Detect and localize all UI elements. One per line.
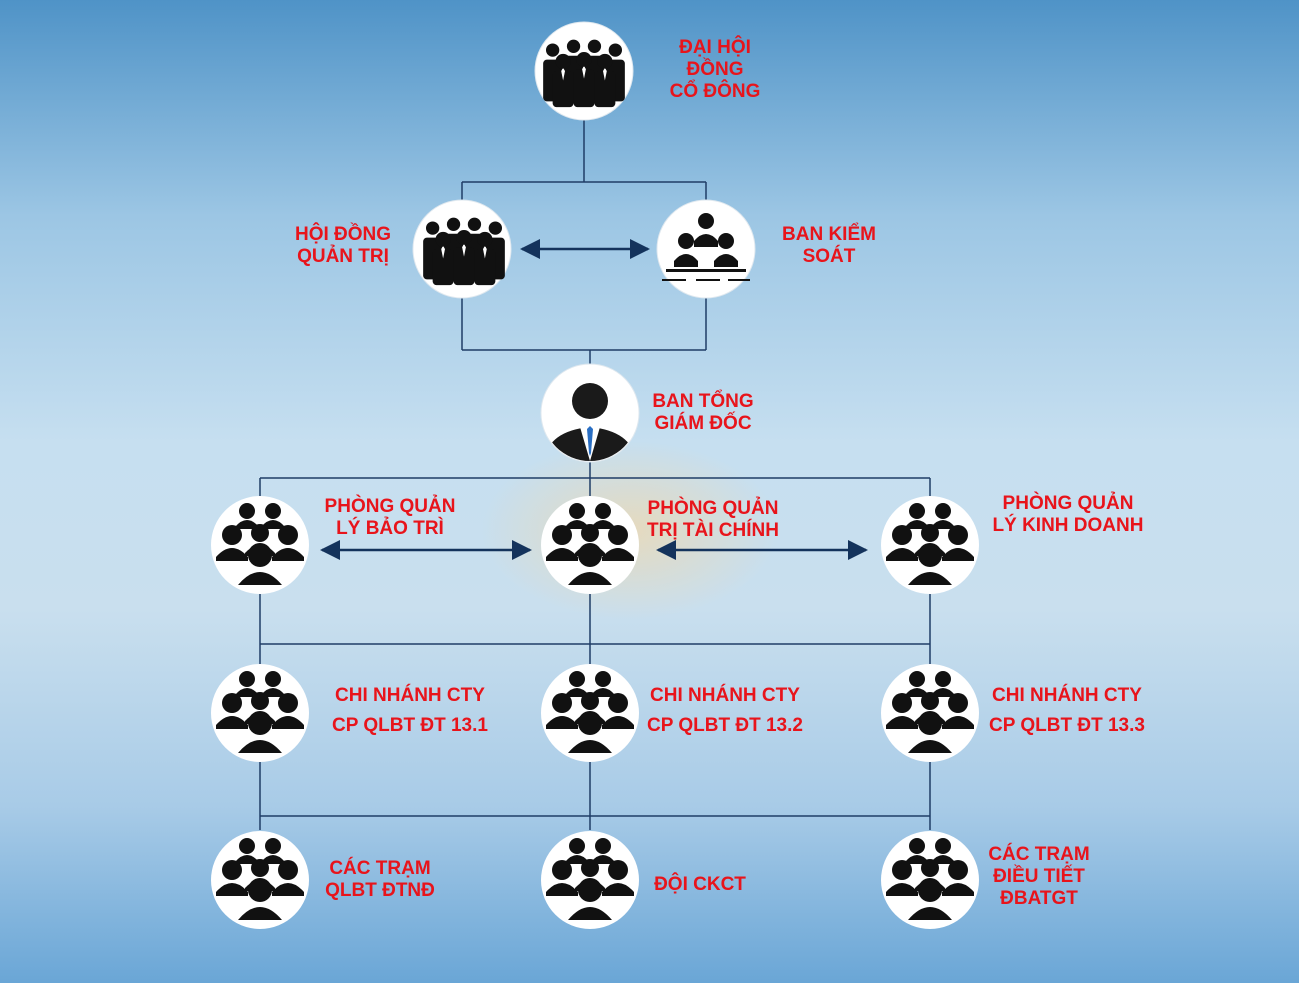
label-btgd: BAN TỔNG GIÁM ĐỐC [652, 391, 754, 434]
label-cn132: CHI NHÁNH CTY CP QLBT ĐT 13.2 [647, 685, 803, 736]
label-ctqlbt: CÁC TRẠM QLBT ĐTNĐ [325, 858, 435, 901]
label-pqlkd: PHÒNG QUẢN LÝ KINH DOANH [992, 493, 1144, 536]
node-cn133 [881, 664, 979, 762]
node-ctqlbt [211, 831, 309, 929]
node-pqlbt [211, 496, 309, 594]
node-ctdt [881, 831, 979, 929]
node-dhdcd [534, 21, 634, 121]
label-cn131: CHI NHÁNH CTY CP QLBT ĐT 13.1 [332, 685, 488, 736]
node-bks [656, 199, 756, 299]
label-hdqt: HỘI ĐỒNG QUẢN TRỊ [294, 224, 392, 267]
node-dckct [541, 831, 639, 929]
label-ctdt: CÁC TRẠM ĐIỀU TIẾT ĐBATGT [988, 844, 1090, 909]
label-dhdcd: ĐẠI HỘI ĐỒNG CỔ ĐÔNG [669, 37, 761, 102]
node-btgd [540, 363, 640, 463]
node-pqlkd [881, 496, 979, 594]
node-cn131 [211, 664, 309, 762]
connector-lines [259, 120, 931, 830]
node-pqttc [541, 496, 639, 594]
label-cn133: CHI NHÁNH CTY CP QLBT ĐT 13.3 [989, 685, 1145, 736]
label-bks: BAN KIỂM SOÁT [782, 224, 876, 267]
label-pqttc: PHÒNG QUẢN TRỊ TÀI CHÍNH [647, 498, 779, 541]
label-pqlbt: PHÒNG QUẢN LÝ BẢO TRÌ [324, 496, 456, 539]
label-dckct: ĐỘI CKCT [654, 874, 746, 895]
node-cn132 [541, 664, 639, 762]
node-hdqt [412, 199, 512, 299]
arrows [320, 239, 868, 560]
